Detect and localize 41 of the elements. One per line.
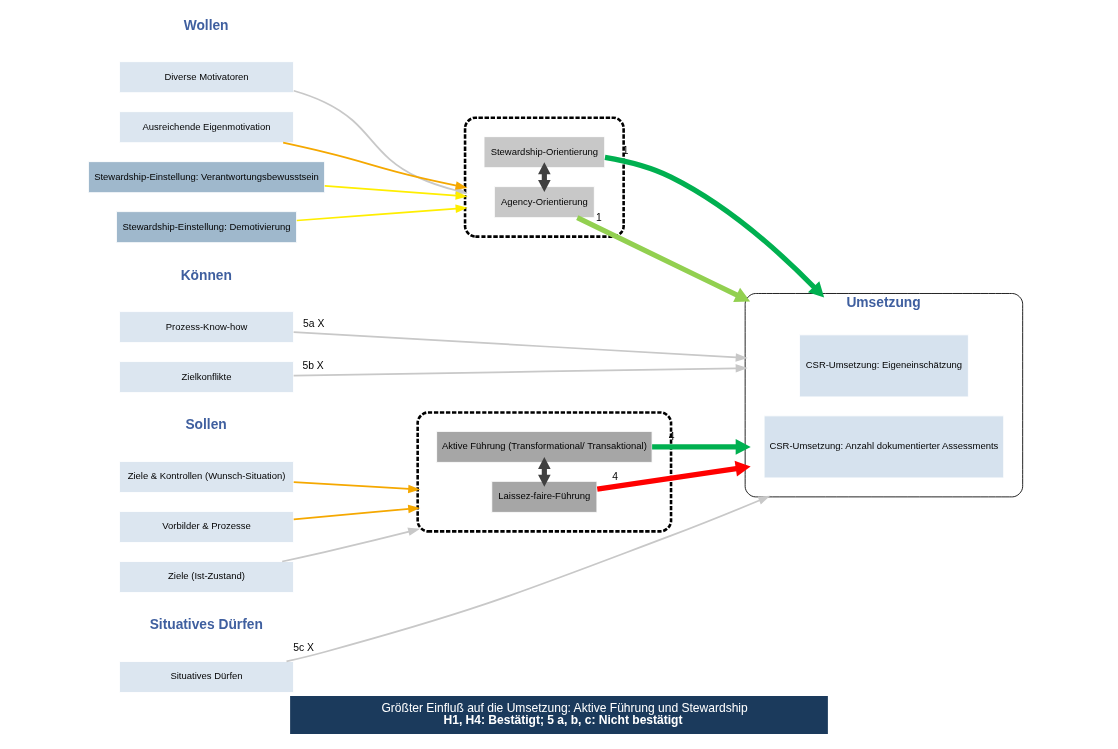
- node-box: Aktive Führung (Transformational/ Transaktional): [436, 430, 653, 463]
- node-box: Ausreichende Eigenmotivation: [119, 111, 294, 144]
- label: Wollen: [183, 17, 229, 33]
- node-box: Laissez-faire-Führung: [491, 480, 598, 513]
- cluster: [416, 411, 673, 533]
- arrow: [604, 154, 825, 298]
- arrow: [281, 527, 421, 563]
- arrow: [282, 141, 468, 190]
- node-box: CSR-Umsetzung: Eigeneinschätzung: [799, 334, 969, 398]
- node-box: Agency-Orientierung: [493, 186, 595, 219]
- edge-label: 5b X: [302, 359, 324, 371]
- arrow: [285, 495, 771, 663]
- caption: Größter Einfluß auf die Umsetzung: Aktive Führung und Stewardship: [381, 700, 748, 715]
- label: Situatives Dürfen: [149, 617, 263, 633]
- arrow: [652, 439, 751, 455]
- node-box: Ziele (Ist-Zustand): [119, 561, 294, 593]
- arrow: [292, 504, 421, 521]
- node-box: Diverse Motivatoren: [119, 61, 294, 94]
- node-box: Stewardship-Orientierung: [483, 136, 606, 169]
- arrow: [596, 460, 751, 492]
- node-box: Stewardship-Einstellung: Verantwortungsbewusstsein: [88, 161, 325, 194]
- node-box: CSR-Umsetzung: Anzahl dokumentierter Assessments: [763, 415, 1005, 479]
- arrow: [576, 215, 751, 303]
- edge-label: 4: [612, 470, 619, 482]
- node-box: Ziele & Kontrollen (Wunsch-Situation): [119, 461, 294, 493]
- cluster: [463, 116, 625, 238]
- edge-label: 5a X: [303, 317, 325, 329]
- arrow: [292, 331, 748, 362]
- edge-label: 5c X: [293, 641, 314, 653]
- edge-label: 1: [622, 145, 629, 157]
- node-box: Stewardship-Einstellung: Demotivierung: [116, 211, 297, 244]
- arrow: [292, 481, 421, 494]
- node-box: Vorbilder & Prozesse: [119, 511, 294, 543]
- node-box: Zielkonflikte: [119, 361, 294, 394]
- label: Sollen: [185, 417, 227, 433]
- arrow: [295, 204, 468, 222]
- label: Können: [180, 267, 232, 283]
- node-box: Prozess-Know-how: [119, 311, 294, 344]
- node-box: Situatives Dürfen: [119, 661, 294, 693]
- edge-label: 1: [595, 211, 602, 223]
- arrow: [292, 364, 748, 377]
